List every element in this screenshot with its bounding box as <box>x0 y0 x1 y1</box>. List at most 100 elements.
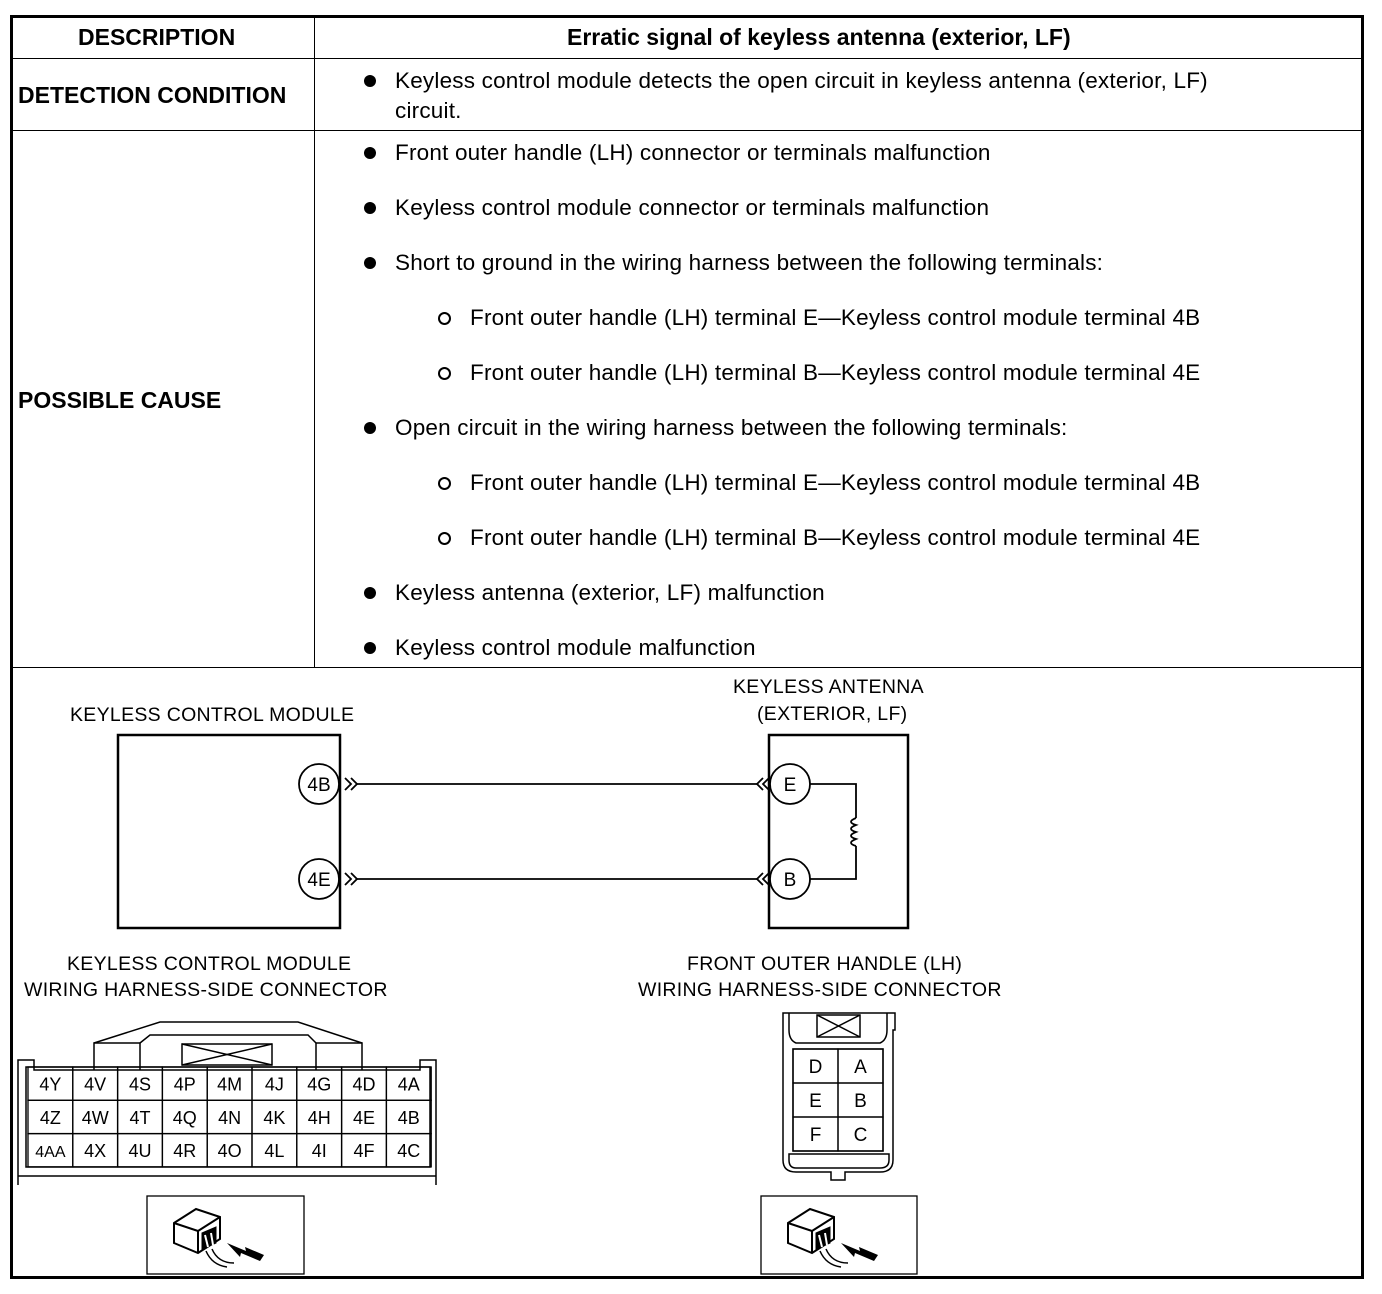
connector-pin-label: D <box>809 1057 823 1078</box>
connector-pin-label: 4R <box>173 1141 196 1161</box>
hollow-bullet-icon <box>438 312 451 325</box>
handle-connector-outline <box>782 1012 896 1181</box>
bullet-icon <box>364 257 376 269</box>
detection-text-line2: circuit. <box>395 98 462 123</box>
antenna-box <box>767 733 910 930</box>
table-frame <box>10 15 1364 1279</box>
connector-pin-label: 4Z <box>40 1108 61 1128</box>
connector-pin-cell <box>385 1132 432 1168</box>
module-connector-latch <box>93 1042 141 1070</box>
cause-item: Short to ground in the wiring harness be… <box>395 250 1104 275</box>
module-connector-outline <box>17 1059 437 1185</box>
cause-item: Keyless antenna (exterior, LF) malfuncti… <box>395 580 825 605</box>
hollow-bullet-icon <box>438 367 451 380</box>
terminal-label: E <box>784 775 797 796</box>
connector-pin-label: 4X <box>84 1141 106 1161</box>
connector-pin-label: 4H <box>308 1108 331 1128</box>
terminal-4b-icon <box>298 763 340 805</box>
connector-view-frame <box>760 1195 918 1275</box>
connector-pin-label: 4Q <box>173 1108 197 1128</box>
connector-arrow-icon <box>761 872 770 886</box>
connector-pin-label: 4I <box>312 1141 327 1161</box>
terminal-4e-icon <box>298 858 340 900</box>
connector-pin-label: 4K <box>263 1108 285 1128</box>
cause-item: Front outer handle (LH) connector or ter… <box>395 140 991 165</box>
cause-item: Open circuit in the wiring harness betwe… <box>395 415 1068 440</box>
detection-divider <box>10 130 1364 131</box>
connector-pin-label: 4V <box>84 1074 106 1094</box>
module-label: KEYLESS CONTROL MODULE <box>70 704 355 726</box>
connector-pin-label: 4J <box>265 1074 284 1094</box>
hollow-bullet-icon <box>438 477 451 490</box>
connector-pin-label: 4G <box>307 1074 331 1094</box>
cause-divider <box>10 667 1364 668</box>
connector-pin-label: 4S <box>129 1074 151 1094</box>
bullet-icon <box>364 642 376 654</box>
possible-cause-label: POSSIBLE CAUSE <box>18 387 222 413</box>
hollow-bullet-icon <box>438 532 451 545</box>
terminal-b-icon <box>769 858 811 900</box>
connector-pin-label: 4F <box>353 1141 374 1161</box>
bullet-icon <box>364 422 376 434</box>
connector-pin-label: 4P <box>174 1074 196 1094</box>
connector-pin-label: 4U <box>128 1141 151 1161</box>
cause-item: Keyless control module connector or term… <box>395 195 990 220</box>
connector-pin-label: F <box>810 1125 822 1146</box>
module-connector-latch <box>93 1021 363 1044</box>
antenna-coil-icon <box>810 783 857 818</box>
terminal-e-icon <box>769 763 811 805</box>
antenna-label-line1: KEYLESS ANTENNA <box>733 676 924 698</box>
connector-pin-label: 4Y <box>39 1074 61 1094</box>
handle-connector-lock-icon <box>816 1014 861 1038</box>
header-description: DESCRIPTION <box>78 24 236 50</box>
detection-condition-label: DETECTION CONDITION <box>18 82 287 108</box>
harness-view-icon <box>787 1207 878 1268</box>
connector-arrow-icon <box>755 777 764 791</box>
cause-subitem: Front outer handle (LH) terminal E—Keyle… <box>470 305 1201 330</box>
connector-pin-label: E <box>809 1091 822 1112</box>
cause-subitem: Front outer handle (LH) terminal B—Keyle… <box>470 360 1201 385</box>
connector-pin-label: 4AA <box>35 1144 66 1161</box>
connector-pin-label: 4C <box>397 1141 420 1161</box>
header-divider <box>10 58 1364 59</box>
handle-connector-label-line1: FRONT OUTER HANDLE (LH) <box>687 953 963 975</box>
cause-subitem: Front outer handle (LH) terminal B—Keyle… <box>470 525 1201 550</box>
cause-subitem: Front outer handle (LH) terminal E—Keyle… <box>470 470 1201 495</box>
connector-arrow-icon <box>344 777 353 791</box>
harness-view-icon <box>173 1207 264 1268</box>
connector-arrow-icon <box>344 872 353 886</box>
connector-pin-label: 4N <box>218 1108 241 1128</box>
connector-pin-label: C <box>854 1125 868 1146</box>
connector-pin-label: A <box>854 1057 867 1078</box>
terminal-label: 4E <box>307 870 330 891</box>
handle-connector-outline <box>788 1013 888 1044</box>
connector-arrow-icon <box>755 872 764 886</box>
connector-view-frame <box>146 1195 305 1275</box>
module-connector-lock-icon <box>181 1043 273 1066</box>
connector-pin-label: B <box>854 1091 867 1112</box>
header-title: Erratic signal of keyless antenna (exter… <box>567 24 1071 50</box>
connector-pin-label: 4T <box>129 1108 150 1128</box>
antenna-coil-icon <box>850 817 859 847</box>
module-connector-latch <box>315 1042 363 1070</box>
connector-pin-label: 4B <box>398 1108 420 1128</box>
module-connector-latch <box>139 1034 317 1044</box>
connector-pin-label: 4A <box>398 1074 420 1094</box>
module-connector-label-line1: KEYLESS CONTROL MODULE <box>67 953 352 975</box>
column-divider <box>314 15 315 667</box>
bullet-icon <box>364 147 376 159</box>
handle-connector-outline <box>788 1153 890 1169</box>
connector-pin-label: 4W <box>82 1108 109 1128</box>
module-connector-lock-icon <box>181 1043 273 1066</box>
connector-arrow-icon <box>350 872 359 886</box>
module-connector-label-line2: WIRING HARNESS-SIDE CONNECTOR <box>24 979 388 1001</box>
connector-pin-label: 4D <box>352 1074 375 1094</box>
antenna-label-line2: (EXTERIOR, LF) <box>757 703 908 725</box>
connector-pin-label: 4O <box>218 1141 242 1161</box>
handle-connector-label-line2: WIRING HARNESS-SIDE CONNECTOR <box>638 979 1002 1001</box>
connector-pin-cell <box>837 1116 884 1152</box>
antenna-coil-icon <box>810 846 857 880</box>
terminal-label: B <box>784 870 797 891</box>
cause-item: Keyless control module malfunction <box>395 635 756 660</box>
